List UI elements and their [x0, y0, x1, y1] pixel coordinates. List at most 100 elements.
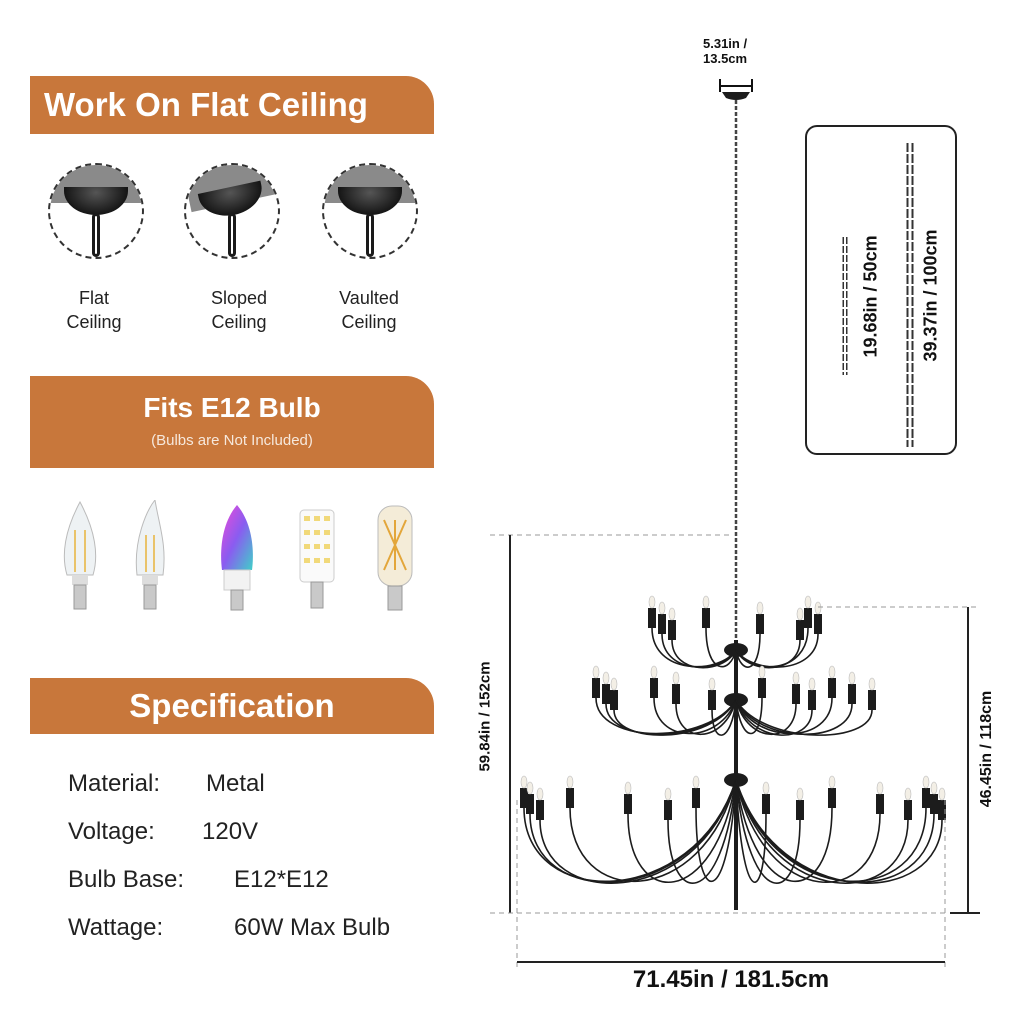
candle-bulb [922, 775, 930, 789]
candle-socket [648, 608, 656, 628]
candle-socket [814, 614, 822, 634]
mounting-banner: Work On Flat Ceiling [30, 76, 434, 134]
candle-bulb [592, 665, 600, 679]
vaulted-ceiling-image [322, 163, 418, 259]
candle-socket [930, 794, 938, 814]
candle-bulb [602, 671, 610, 685]
candle-socket [876, 794, 884, 814]
chandelier-arm [695, 779, 737, 883]
candle-socket [868, 690, 876, 710]
candle-bulb [520, 775, 528, 789]
chandelier-arm [529, 779, 737, 883]
candle-bulb [796, 607, 804, 621]
candle-bulb [796, 787, 804, 801]
specification-title: Specification [129, 687, 335, 724]
candle-bulb [868, 677, 876, 691]
candle-socket [610, 690, 618, 710]
candle-bulb [536, 787, 544, 801]
candle-socket [526, 794, 534, 814]
candle-socket [762, 794, 770, 814]
candle-socket [520, 788, 528, 808]
candle-socket [808, 690, 816, 710]
chandelier-arm [627, 779, 737, 883]
candle-socket [592, 678, 600, 698]
chandelier-arm [735, 779, 909, 884]
candle-socket [904, 800, 912, 820]
flat-ceiling-image [48, 163, 144, 259]
chandelier-arm [711, 699, 737, 736]
candle-socket [804, 608, 812, 628]
chandelier-arm [735, 779, 881, 883]
candle-bulb [664, 787, 672, 801]
candle-socket [938, 800, 946, 820]
chandelier-arms [520, 595, 946, 910]
candle-bulb [758, 665, 766, 679]
chandelier-arm [653, 697, 737, 735]
candle-bulb [756, 601, 764, 615]
total-height-label: 59.84in / 152cm [476, 661, 494, 772]
candle-bulb [702, 595, 710, 609]
candle-socket [650, 678, 658, 698]
candle-socket [828, 678, 836, 698]
chandelier-arm [595, 697, 737, 735]
width-label: 71.45in / 181.5cm [632, 966, 830, 993]
sloped-ceiling-image [184, 163, 280, 259]
canopy-dimension: 5.31in /13.5cm [703, 36, 748, 66]
candle-bulb [876, 781, 884, 795]
chandelier-arm [705, 627, 737, 668]
led-corn-bulb-icon [299, 509, 335, 609]
dimension-lines [490, 534, 980, 970]
candle-bulb [808, 677, 816, 691]
chandelier-arm [735, 779, 833, 882]
specification-banner: Specification [30, 678, 434, 734]
chandelier-arm [539, 779, 737, 884]
candle-bulb [804, 595, 812, 609]
canopy [719, 79, 753, 100]
candle-bulb [526, 781, 534, 795]
candle-socket [624, 794, 632, 814]
candle-bulb [650, 665, 658, 679]
candle-socket [796, 620, 804, 640]
bulb-banner: Fits E12 Bulb (Bulbs are Not Included) [30, 376, 434, 468]
candle-bulb [708, 677, 716, 691]
chain-options-box: 19.68in / 50cm 39.37in / 100cm [805, 125, 957, 455]
candle-socket [708, 690, 716, 710]
candle-socket [672, 684, 680, 704]
candle-bulb [762, 781, 770, 795]
candle-bulb [648, 595, 656, 609]
candle-bulb [904, 787, 912, 801]
chandelier-arm [569, 779, 737, 882]
chandelier-arm [735, 779, 801, 884]
candle-bulb [814, 601, 822, 615]
chandelier-arm [735, 699, 873, 736]
candle-bulb [930, 781, 938, 795]
candle-socket [536, 800, 544, 820]
chandelier-arm [671, 639, 737, 669]
candle-socket [796, 800, 804, 820]
bulb-note: (Bulbs are Not Included) [151, 432, 313, 449]
chandelier-arm [735, 697, 763, 735]
candle-socket [658, 614, 666, 634]
candle-bulb [610, 677, 618, 691]
chandelier-arm [735, 633, 819, 668]
candle-socket [792, 684, 800, 704]
candle-bulb [828, 775, 836, 789]
bulb-title: Fits E12 Bulb [143, 392, 321, 423]
candle-bulb [938, 787, 946, 801]
clear-candle-bulb-icon [63, 500, 97, 610]
candle-socket [664, 800, 672, 820]
mounting-title: Work On Flat Ceiling [44, 86, 368, 123]
candle-socket [828, 788, 836, 808]
long-chain-label: 39.37in / 100cm [920, 229, 941, 362]
chandelier-arm [675, 699, 737, 736]
candle-socket [756, 614, 764, 634]
candle-socket [668, 620, 676, 640]
chandelier-arm [613, 699, 737, 736]
candle-bulb [848, 671, 856, 685]
candle-socket [848, 684, 856, 704]
candle-socket [922, 788, 930, 808]
